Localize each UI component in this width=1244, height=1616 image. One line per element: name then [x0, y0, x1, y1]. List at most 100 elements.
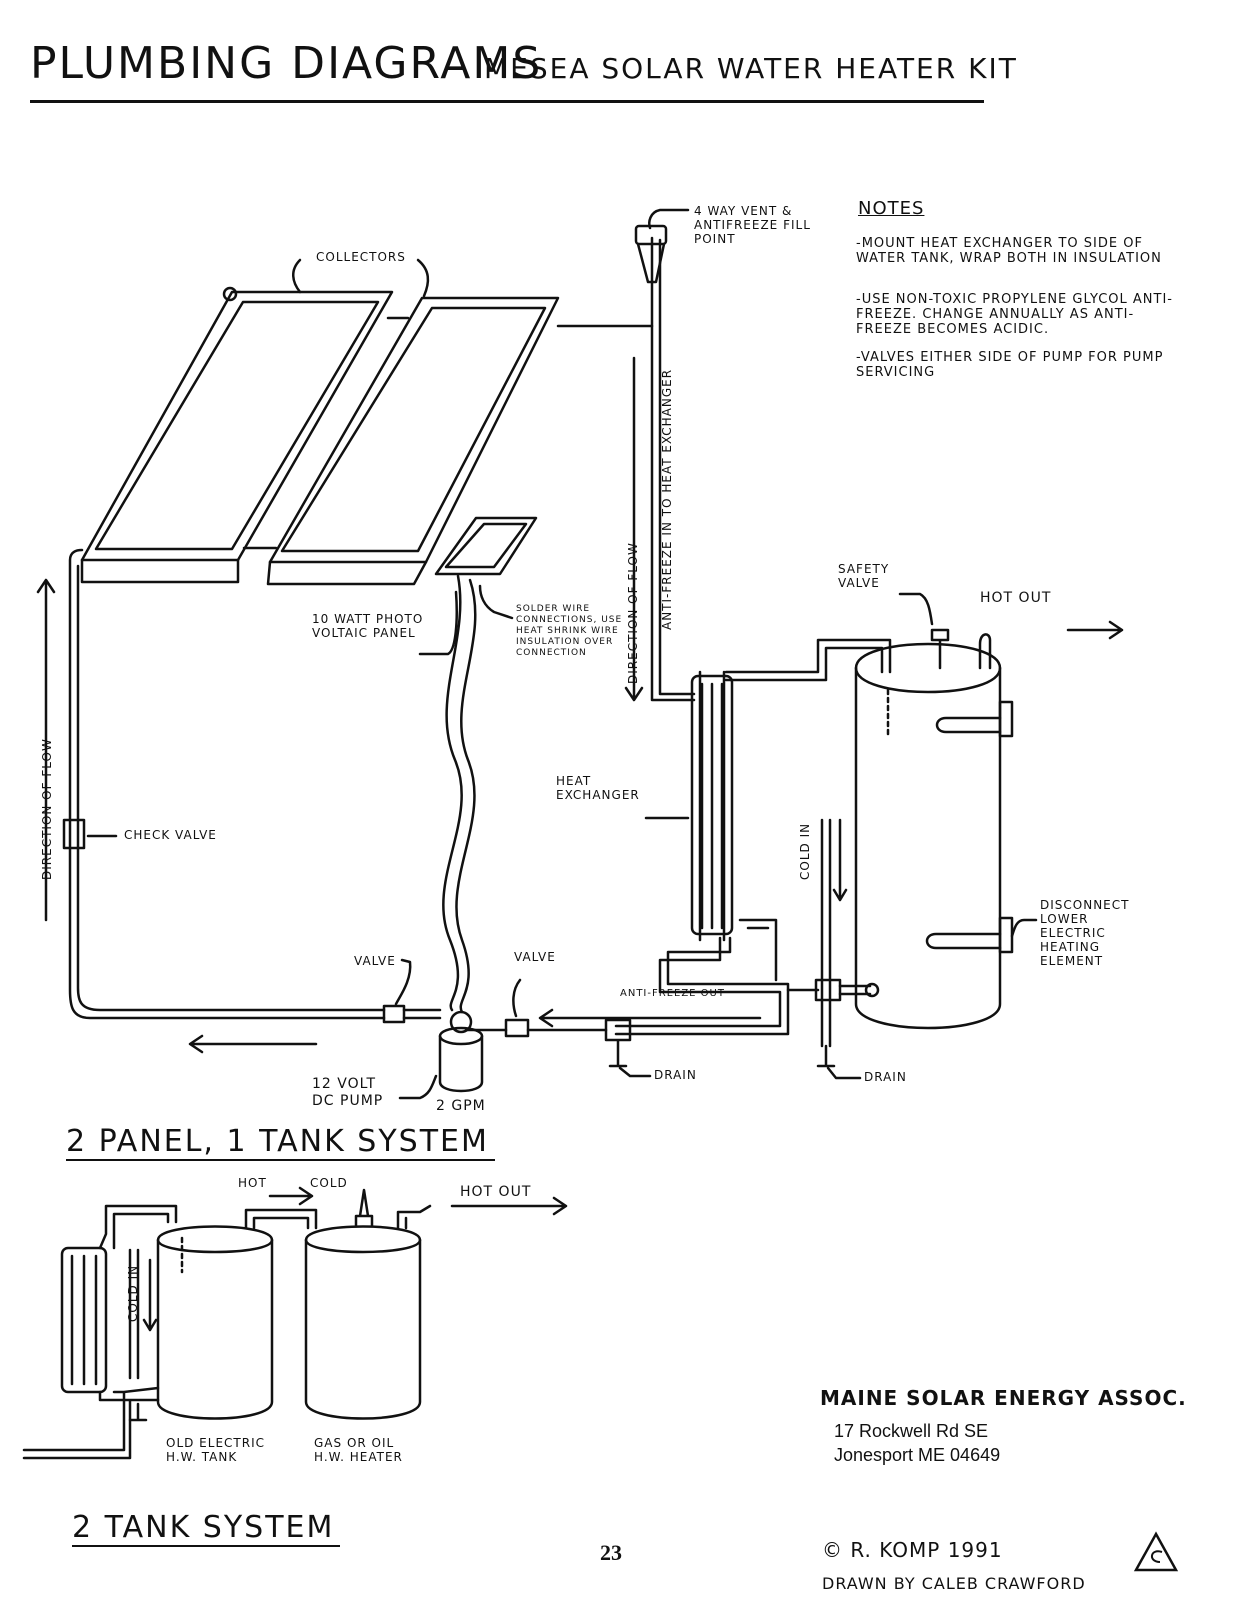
label-tank-gas-oil: GAS OR OIL H.W. HEATER	[314, 1436, 403, 1464]
hot-out-pipe	[978, 633, 992, 670]
leader-safety	[898, 592, 934, 626]
pipe-hx-bottom-2	[614, 936, 790, 1036]
label-antifreeze-in: ANTI-FREEZE IN TO HEAT EXCHANGER	[660, 368, 674, 630]
label-antifreeze-out: ANTI-FREEZE OUT	[620, 988, 725, 999]
tee-fitting-cold	[814, 978, 842, 1002]
flow-arrow-left	[188, 1034, 318, 1054]
label-pump: 12 VOLT DC PUMP	[312, 1076, 384, 1109]
label-cold-in: COLD IN	[798, 822, 812, 880]
leader-pv	[418, 590, 458, 656]
valve-left-body	[382, 1004, 406, 1024]
two-tank-cold-in-pipe	[128, 1248, 140, 1380]
address-line-1: 17 Rockwell Rd SE	[834, 1421, 989, 1441]
leader-drain-left	[618, 1066, 652, 1078]
hot-out-arrow	[1066, 620, 1124, 640]
note-item-3: -VALVES EITHER SIDE OF PUMP FOR PUMP SER…	[856, 350, 1164, 380]
leader-valve-left	[394, 958, 412, 1006]
tank-gas-oil	[304, 1188, 422, 1420]
pipe-return-left-2	[76, 564, 442, 1012]
two-tank-hot-out-pipe	[396, 1204, 432, 1230]
drain-tee-left	[604, 1018, 632, 1068]
safety-valve-fitting	[930, 628, 950, 670]
label-heat-exchanger: HEAT EXCHANGER	[556, 774, 640, 802]
pump-drawing	[438, 1010, 484, 1093]
copyright: © R. KOMP 1991	[822, 1538, 1003, 1562]
pipe-hx-return	[738, 918, 778, 982]
two-tank-hot-out-arrow	[450, 1196, 568, 1216]
two-tank-drain	[128, 1402, 148, 1422]
tank-old-electric	[156, 1225, 274, 1420]
page-title: PLUMBING DIAGRAMS	[30, 38, 543, 89]
label-direction-flow-down: DIRECTION OF FLOW	[626, 542, 640, 684]
vent-body	[636, 242, 666, 284]
pipe-hx-bottom	[614, 936, 782, 1028]
pipe-return-left	[68, 548, 442, 1020]
leader-collectors-1	[292, 258, 302, 294]
flow-arrow-up	[36, 578, 56, 922]
association-name: MAINE SOLAR ENERGY ASSOC.	[820, 1386, 1187, 1410]
two-tank-bottom-pipes	[22, 1386, 160, 1460]
two-tank-cold-arrow	[142, 1258, 158, 1332]
vent-fitting	[634, 224, 668, 246]
pipe-to-tank-bottom	[838, 984, 872, 996]
pv-wire-2	[455, 578, 477, 1014]
leader-solder	[478, 584, 514, 620]
page-number: 23	[600, 1540, 622, 1565]
collector-panel-1	[80, 290, 394, 584]
label-check-valve: CHECK VALVE	[124, 828, 217, 842]
two-tank-hot-cold-arrow	[268, 1186, 314, 1206]
label-valve-right: VALVE	[514, 950, 556, 964]
cold-in-arrow	[832, 818, 848, 902]
heat-exchanger-drawing	[690, 670, 734, 942]
label-hot-out: HOT OUT	[980, 590, 1052, 606]
label-pv-panel: 10 WATT PHOTO VOLTAIC PANEL	[312, 612, 424, 640]
label-collectors: COLLECTORS	[316, 250, 406, 264]
water-tank-drawing	[854, 642, 1014, 1030]
note-item-2: -USE NON-TOXIC PROPYLENE GLYCOL ANTI-FRE…	[856, 292, 1173, 337]
label-two-tank-cold: COLD	[310, 1176, 348, 1190]
label-two-tank-cold-in: COLD IN	[126, 1264, 140, 1322]
collector-cap	[222, 286, 238, 302]
label-drain-right: DRAIN	[864, 1070, 907, 1084]
system2-title: 2 TANK SYSTEM	[72, 1510, 341, 1547]
leader-valve-right	[512, 978, 522, 1018]
label-drain-left: DRAIN	[654, 1068, 697, 1082]
notes-title: NOTES	[858, 198, 925, 219]
label-direction-flow-up: DIRECTION OF FLOW	[40, 738, 54, 880]
tank-inlet	[864, 982, 880, 998]
two-tank-link-pipe	[244, 1208, 318, 1230]
flow-arrow-antifreeze-out	[538, 1008, 762, 1028]
flow-arrow-down	[624, 356, 644, 702]
two-tank-pipe-top	[98, 1204, 178, 1250]
label-disconnect: DISCONNECT LOWER ELECTRIC HEATING ELEMEN…	[1040, 898, 1130, 968]
label-valve-left: VALVE	[354, 954, 396, 968]
label-solder: SOLDER WIRE CONNECTIONS, USE HEAT SHRINK…	[516, 604, 623, 658]
label-two-tank-hot: HOT	[238, 1176, 267, 1190]
leader-pump	[398, 1074, 438, 1100]
label-gpm: 2 GPM	[436, 1098, 486, 1114]
valve-right-body	[504, 1018, 530, 1038]
label-vent: 4 WAY VENT & ANTIFREEZE FILL POINT	[694, 204, 811, 246]
note-item-1: -MOUNT HEAT EXCHANGER TO SIDE OF WATER T…	[856, 236, 1162, 266]
pipe-hx-tank-top-2	[724, 646, 884, 682]
address-line-2: Jonesport ME 04649	[834, 1445, 1001, 1465]
pv-wire-1	[442, 574, 463, 1012]
leader-disconnect	[1010, 918, 1038, 938]
drain-tee-right	[816, 1044, 836, 1068]
label-two-tank-hot-out: HOT OUT	[460, 1184, 532, 1200]
check-valve-body	[62, 818, 86, 850]
leader-vent	[648, 208, 690, 230]
two-tank-heat-exchanger	[60, 1246, 108, 1394]
cold-in-pipe	[820, 818, 832, 1048]
pipe-supply-down	[650, 236, 696, 702]
pv-panel-drawing	[434, 516, 538, 576]
leader-collectors-2	[416, 258, 430, 298]
leader-drain-right	[826, 1066, 862, 1080]
title-rule	[30, 100, 984, 103]
label-safety-valve: SAFETY VALVE	[838, 562, 890, 590]
system1-title: 2 PANEL, 1 TANK SYSTEM	[66, 1124, 495, 1161]
page-subtitle: MESEA SOLAR WATER HEATER KIT	[484, 52, 1018, 85]
label-tank-old-electric: OLD ELECTRIC H.W. TANK	[166, 1436, 265, 1464]
pipe-supply-down-2	[658, 238, 696, 696]
